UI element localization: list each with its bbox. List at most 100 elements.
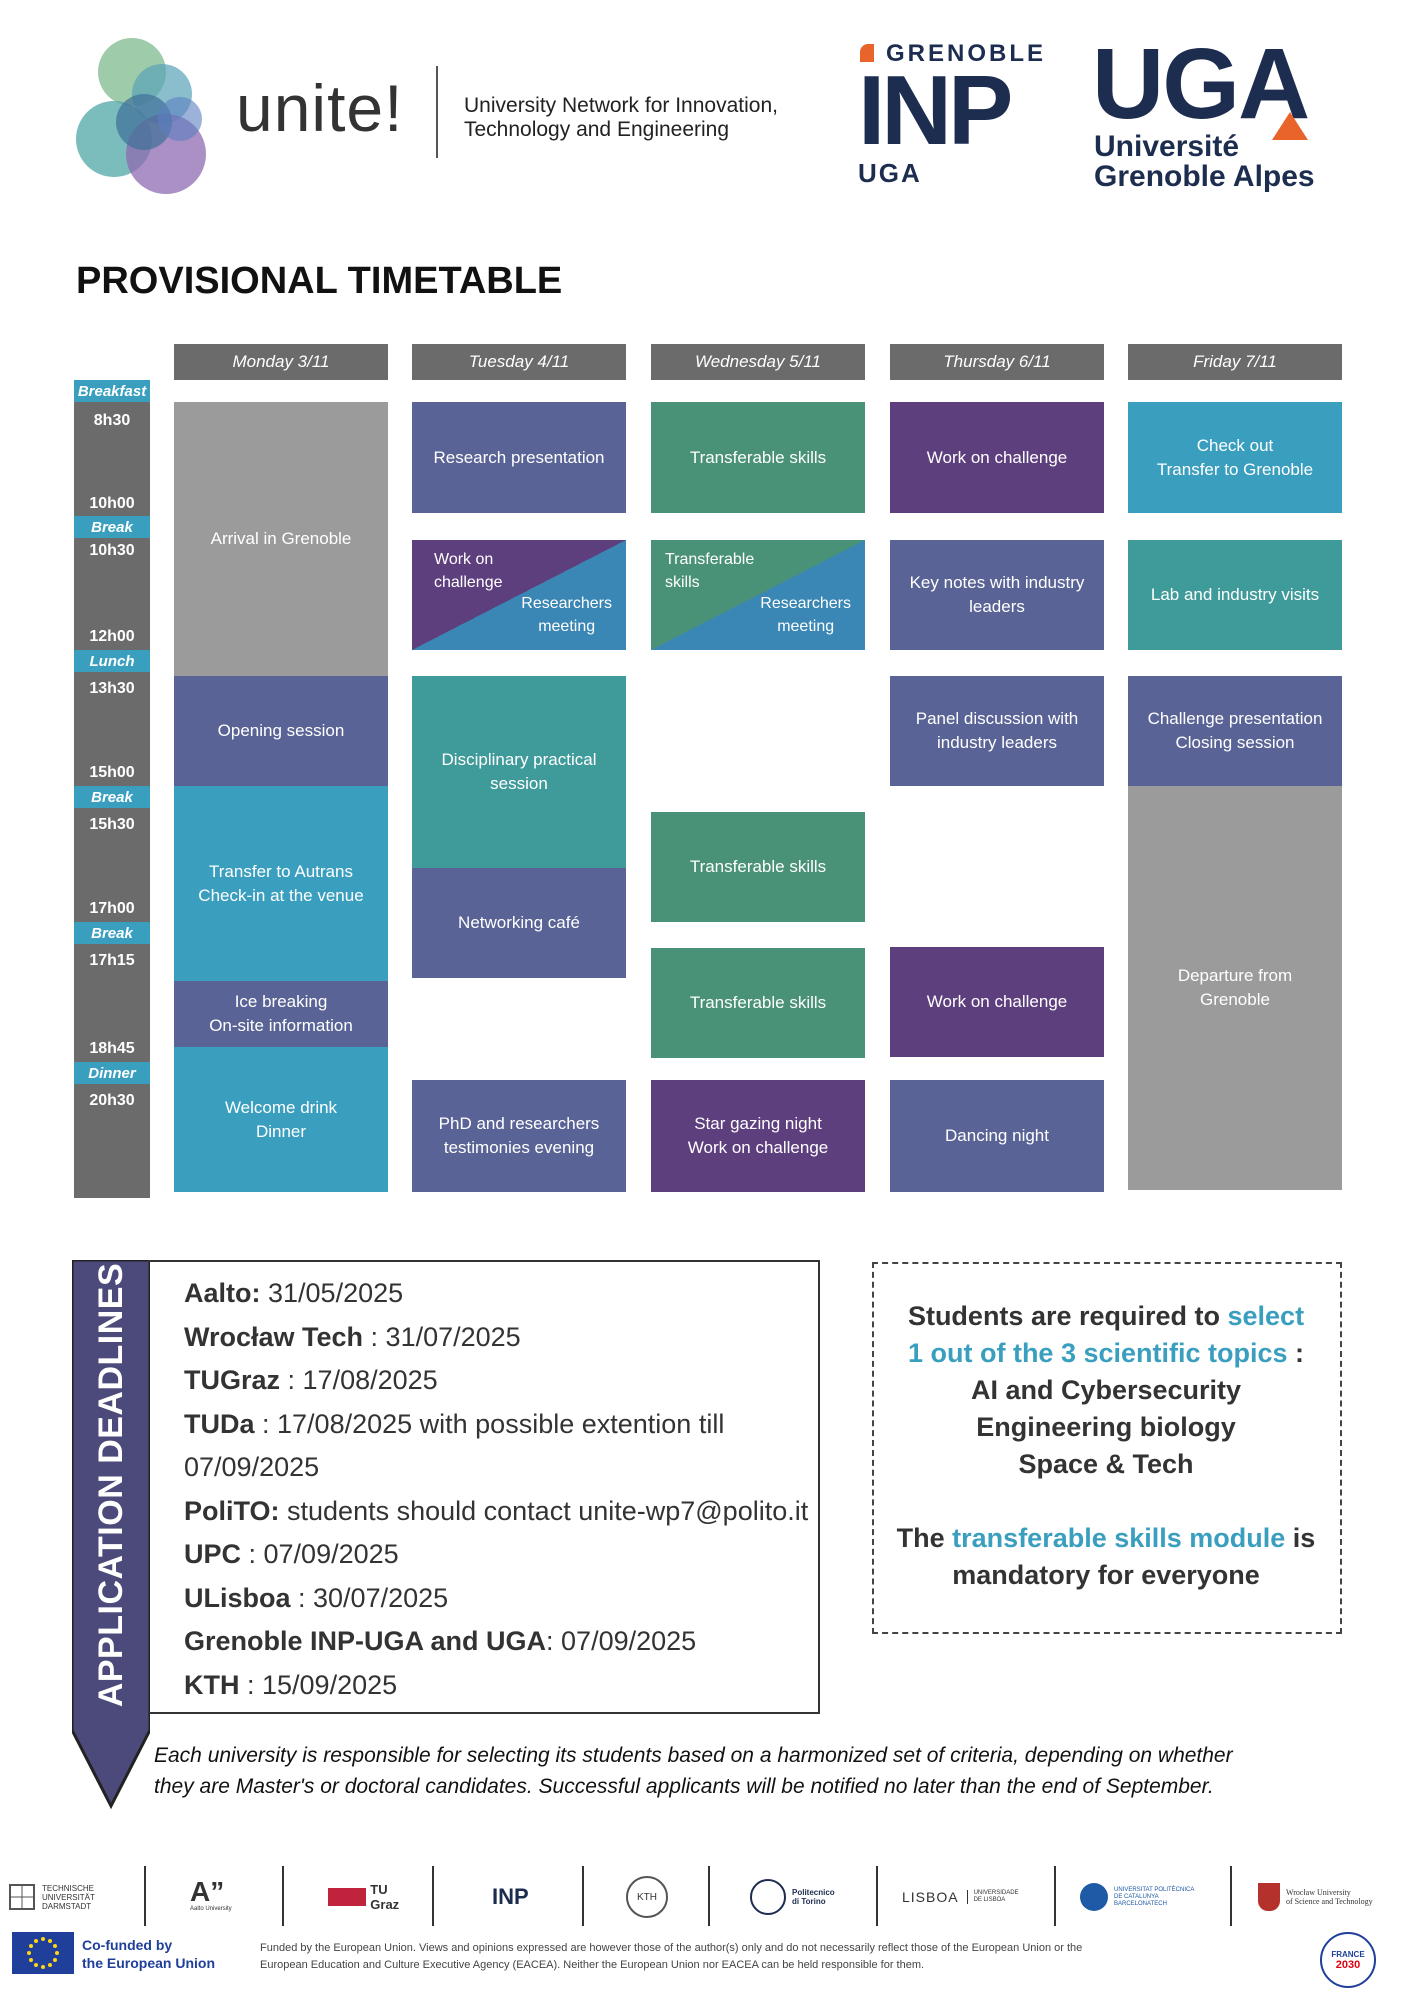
inp-main-label: INP [858,55,1013,165]
uga-logo: UGA Université Grenoble Alpes [1092,34,1342,200]
time-dinner: Dinner [74,1062,150,1084]
kth-label: KTH [637,1891,657,1903]
inp-bottom-label: UGA [858,158,922,188]
unite-logo [70,24,218,204]
disclaimer-line-1: Each university is responsible for selec… [154,1744,1233,1767]
eu-stars-icon [27,1937,59,1969]
time-1530: 15h30 [89,816,135,833]
polito-label: Politecnico di Torino [792,1888,835,1906]
inp-small-label: INP [492,1884,529,1909]
wed-skills-2: Transferable skills [651,812,865,922]
wed-skills-1: Transferable skills [651,402,865,513]
footer-sep-3 [432,1866,434,1926]
mon-transfer: Transfer to Autrans Check-in at the venu… [174,786,388,981]
kth-seal-icon: KTH [626,1876,668,1918]
deadline-tuda-cont: 07/09/2025 [184,1452,320,1482]
thu-work-2: Work on challenge [890,947,1104,1057]
eu-flag-icon [12,1932,74,1974]
upc-globe-icon [1080,1883,1108,1911]
deadline-aalto: Aalto: 31/05/2025 [184,1278,404,1308]
tagline-line-1: University Network for Innovation, [464,94,778,117]
uga-triangle-icon [1272,112,1308,140]
page-title: PROVISIONAL TIMETABLE [76,260,563,302]
ulisboa-sub: UNIVERSIDADE DE LISBOA [966,1890,1019,1904]
tugraz-blocks-icon [328,1888,367,1906]
wroclaw-shield-icon [1258,1883,1280,1911]
ulisboa-label: LISBOA [902,1889,959,1905]
note-line-6: The transferable skills module is [896,1523,1316,1553]
time-1500: 15h00 [89,764,135,781]
fri-checkout: Check out Transfer to Grenoble [1128,402,1342,513]
footer-sep-7 [1054,1866,1056,1926]
topics-note-text: Students are required to select 1 out of… [872,1298,1340,1594]
thu-keynotes: Key notes with industry leaders [890,540,1104,650]
unite-wordmark: unite! [236,71,404,145]
wed-split-skills: Transferable skills [665,551,755,591]
tue-disciplinary: Disciplinary practical session [412,676,626,868]
day-header-tuesday: Tuesday 4/11 [412,344,626,380]
ribbon-shape [70,1258,152,1810]
tue-split-work: Work on challenge [434,551,503,591]
selection-disclaimer: Each university is responsible for selec… [154,1740,1233,1802]
deadlines-list: Aalto: 31/05/2025 Wrocław Tech : 31/07/2… [184,1272,808,1707]
tagline-line-2: Technology and Engineering [464,118,730,141]
day-header-friday: Friday 7/11 [1128,344,1342,380]
deadline-grenoble: Grenoble INP-UGA and UGA: 07/09/2025 [184,1626,697,1656]
legal-line-2: European Education and Culture Executive… [260,1959,925,1971]
deadline-tuda: TUDa : 17/08/2025 with possible extentio… [184,1408,725,1439]
time-2030: 20h30 [89,1092,135,1109]
deadline-ulisboa: ULisboa : 30/07/2025 [184,1582,449,1613]
ulisboa-logo: LISBOA UNIVERSIDADE DE LISBOA [902,1878,1032,1916]
deadline-wroclaw: Wrocław Tech : 31/07/2025 [184,1321,521,1352]
note-line-2: 1 out of the 3 scientific topics : [907,1338,1305,1368]
wed-split-researchers: Researchers meeting [760,595,851,635]
tu-darmstadt-logo: TECHNISCHE UNIVERSITÄT DARMSTADT [8,1878,148,1916]
note-topic-1: AI and Cybersecurity [970,1375,1242,1405]
legal-line-1: Funded by the European Union. Views and … [260,1942,1083,1954]
time-break-3: Break [74,922,150,944]
grenoble-inp-logo: GRENOBLE INP UGA [858,40,1048,190]
deadlines-box [148,1260,820,1714]
fri-lab-visits: Lab and industry visits [1128,540,1342,650]
header-divider [436,66,438,158]
time-1030: 10h30 [89,542,135,559]
eu-line-1: Co-funded by [82,1937,173,1953]
fri-challenge: Challenge presentation Closing session [1128,676,1342,786]
aalto-mark: A” [190,1876,225,1907]
inp-small-logo: INP [492,1878,552,1916]
tud-grid-icon [9,1884,35,1910]
time-0830: 8h30 [93,412,131,429]
mon-arrival: Arrival in Grenoble [174,402,388,676]
fri-departure: Departure from Grenoble [1128,786,1342,1190]
disclaimer-line-2: they are Master's or doctoral candidates… [154,1775,1214,1798]
aalto-logo: A” Aalto University [190,1878,270,1916]
tugraz-label: TU Graz [370,1882,400,1912]
day-header-wednesday: Wednesday 5/11 [651,344,865,380]
time-1700: 17h00 [89,900,135,917]
note-topic-3: Space & Tech [1018,1449,1194,1479]
upc-label: UNIVERSITAT POLITÈCNICA DE CATALUNYA BAR… [1114,1886,1195,1907]
tue-networking: Networking café [412,868,626,978]
inp-top-label: GRENOBLE [886,40,1047,67]
thu-work-1: Work on challenge [890,402,1104,513]
time-break-2: Break [74,786,150,808]
deadline-kth: KTH : 15/09/2025 [184,1669,398,1700]
aalto-sub: Aalto University [190,1906,232,1912]
uga-line-2: Grenoble Alpes [1094,160,1315,193]
deadlines-ribbon: APPLICATION DEADLINES [70,1258,152,1810]
unite-circles-icon [76,38,206,194]
time-1845: 18h45 [89,1040,135,1057]
footer-sep-2 [282,1866,284,1926]
note-spacer [872,1483,1340,1520]
polito-seal-icon [750,1879,786,1915]
time-1000: 10h00 [89,495,135,512]
note-line-7: mandatory for everyone [952,1560,1260,1590]
wed-skills-3: Transferable skills [651,948,865,1058]
mon-welcome: Welcome drink Dinner [174,1047,388,1192]
eu-cofunded-text: Co-funded by the European Union [82,1936,215,1972]
deadline-tugraz: TUGraz : 17/08/2025 [184,1365,438,1395]
france-label: FRANCE [1331,1949,1365,1959]
time-1200: 12h00 [89,628,135,645]
topics-note-box [872,1262,1342,1634]
day-header-thursday: Thursday 6/11 [890,344,1104,380]
